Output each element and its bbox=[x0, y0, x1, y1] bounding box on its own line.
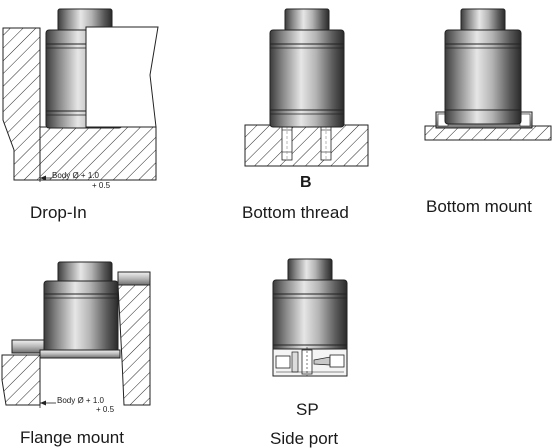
flange-mount-diagram bbox=[1, 261, 151, 408]
flange-ring bbox=[39, 349, 121, 359]
cylinder-piston bbox=[284, 8, 330, 32]
tolerance-upper: + 1.0 bbox=[85, 396, 104, 405]
housing-wall-left bbox=[1, 354, 41, 406]
caption-drop-in: Drop-In bbox=[30, 203, 87, 222]
drop-in-body-dimension: Body Ø + 1.0 bbox=[52, 171, 99, 180]
housing-wall-right bbox=[117, 284, 151, 406]
cylinder-body bbox=[269, 29, 345, 128]
caption-bottom-mount: Bottom mount bbox=[426, 197, 532, 216]
variant-code-sp: SP bbox=[296, 400, 319, 419]
caption-bottom-thread: Bottom thread bbox=[242, 203, 349, 222]
flange-left bbox=[11, 339, 45, 354]
cylinder-piston bbox=[287, 258, 333, 282]
cylinder-piston bbox=[57, 261, 113, 283]
dimension-label: Body Ø bbox=[57, 396, 84, 405]
cover-panel bbox=[85, 26, 159, 128]
drop-in-diagram bbox=[2, 8, 159, 182]
variant-code-b: B bbox=[300, 174, 312, 191]
housing-wall bbox=[2, 27, 41, 181]
base-plate bbox=[244, 124, 369, 167]
bottom-thread-diagram bbox=[244, 8, 369, 167]
side-port-diagram bbox=[272, 258, 348, 377]
caption-side-port: Side port bbox=[270, 429, 339, 448]
cylinder-body bbox=[444, 29, 522, 125]
dimension-label: Body Ø bbox=[52, 171, 79, 180]
cylinder-body bbox=[43, 280, 119, 357]
caption-flange-mount: Flange mount bbox=[20, 428, 124, 447]
cylinder-piston bbox=[460, 8, 506, 32]
flange-body-dimension: Body Ø + 1.0 bbox=[57, 396, 104, 405]
tolerance-lower: + 0.5 bbox=[92, 181, 111, 190]
tolerance-lower: + 0.5 bbox=[96, 405, 115, 414]
bottom-mount-diagram bbox=[424, 8, 552, 141]
side-port-section bbox=[272, 347, 348, 377]
tolerance-upper: + 1.0 bbox=[80, 171, 99, 180]
flange-right bbox=[117, 271, 151, 286]
housing-floor bbox=[39, 126, 157, 181]
